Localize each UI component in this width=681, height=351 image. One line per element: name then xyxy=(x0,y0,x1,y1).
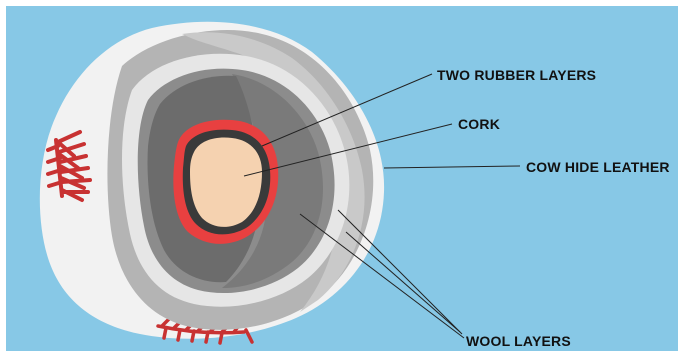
label-cow-hide-leather: COW HIDE LEATHER xyxy=(526,159,670,175)
label-wool-layers: WOOL LAYERS xyxy=(466,333,571,349)
label-two-rubber-layers: TWO RUBBER LAYERS xyxy=(437,67,596,83)
label-cork: CORK xyxy=(458,116,500,132)
